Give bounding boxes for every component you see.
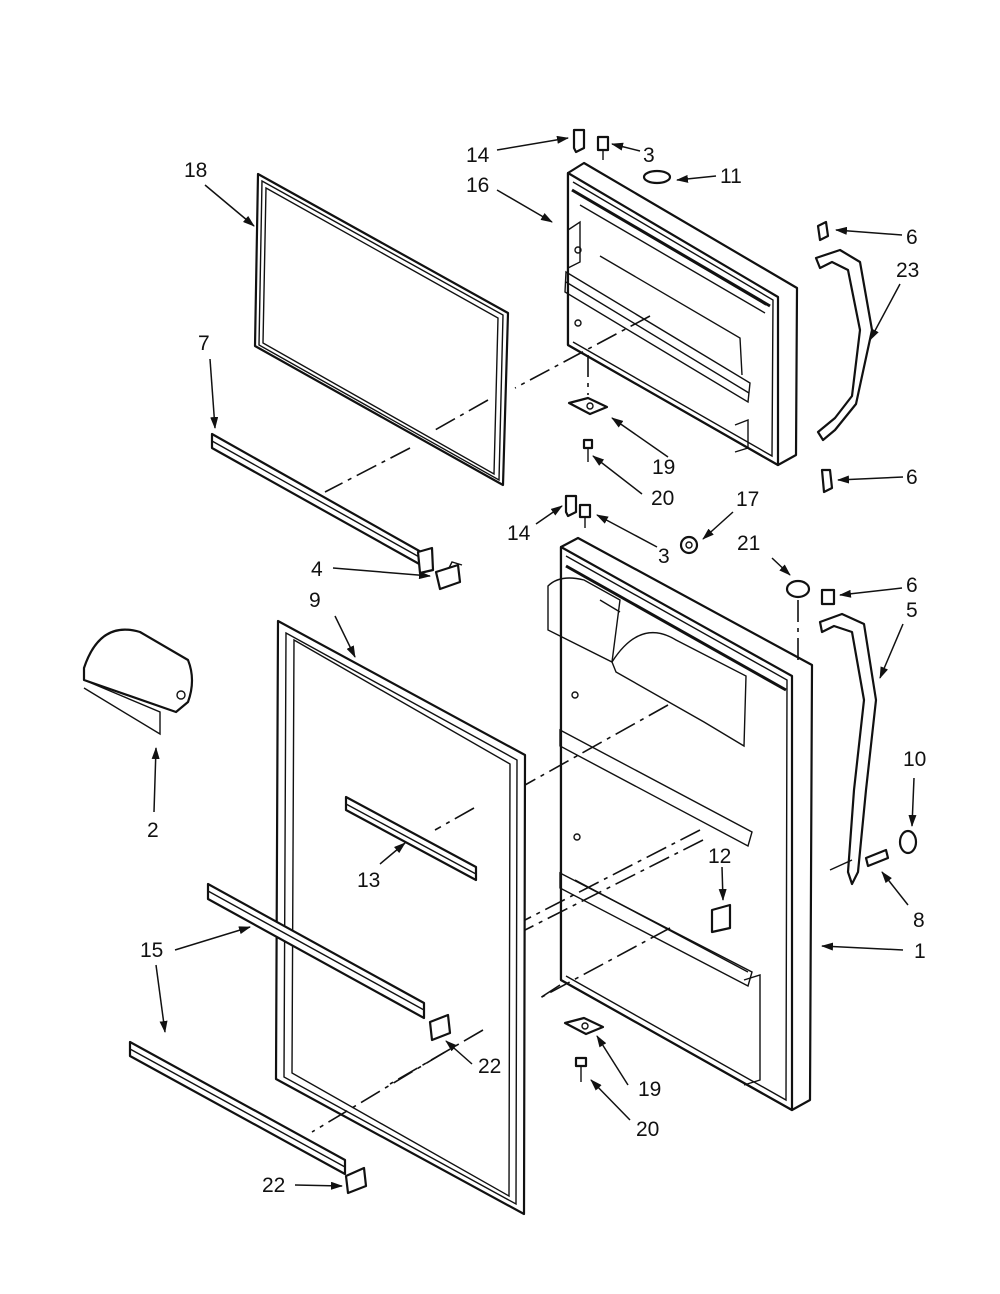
callout-14: 14 [466, 144, 490, 167]
callout-13: 13 [357, 869, 380, 892]
alignment-lines [311, 315, 799, 1133]
callout-labels: 14 3 11 16 18 6 23 7 19 6 20 14 17 3 21 … [140, 144, 926, 1197]
freezer-breaker-strip [210, 432, 435, 575]
callout-9: 9 [309, 589, 321, 612]
strip-end-clip [434, 561, 463, 591]
shelf-retainer [710, 903, 732, 934]
handle-cap [898, 829, 918, 855]
callout-20: 20 [651, 487, 674, 510]
callout-14: 14 [507, 522, 531, 545]
screw-middle [578, 503, 592, 528]
dairy-door-cover [82, 628, 194, 736]
handle-screw [820, 588, 836, 606]
fresh-food-door-gasket [274, 619, 527, 1216]
door-stop [679, 535, 699, 555]
callout-22: 22 [262, 1174, 285, 1197]
callout-7: 7 [198, 332, 210, 355]
callout-6: 6 [906, 574, 918, 597]
lower-hinge-screw [574, 1056, 588, 1082]
hole-plug [785, 579, 811, 599]
callout-23: 23 [896, 259, 919, 282]
strip-clip-upper [428, 1013, 452, 1042]
callout-3: 3 [658, 545, 670, 568]
callout-4: 4 [311, 558, 323, 581]
callout-20: 20 [636, 1118, 659, 1141]
strip-clip-lower [344, 1166, 368, 1195]
callout-10: 10 [903, 748, 926, 771]
leader-lines [151, 135, 917, 1190]
door-plug [642, 169, 672, 185]
callout-17: 17 [736, 488, 759, 511]
fresh-food-handle [818, 612, 878, 886]
handle-screw-lower [864, 848, 890, 868]
callout-3: 3 [643, 144, 655, 167]
freezer-door-gasket [253, 172, 510, 487]
fresh-food-breaker-strip [128, 882, 426, 1176]
lower-hinge-bottom [563, 1016, 605, 1036]
freezer-hinge-screw [582, 438, 594, 462]
freezer-hinge-bottom [567, 396, 609, 416]
callout-22: 22 [478, 1055, 501, 1078]
callout-15: 15 [140, 939, 163, 962]
door-shelf-trim-upper [344, 795, 478, 882]
callout-11: 11 [720, 165, 742, 188]
callout-19: 19 [652, 456, 675, 479]
callout-2: 2 [147, 819, 159, 842]
callout-21: 21 [737, 532, 760, 555]
callout-5: 5 [906, 599, 918, 622]
callout-18: 18 [184, 159, 207, 182]
freezer-door [564, 161, 799, 467]
hinge-pin-middle [564, 494, 578, 518]
freezer-handle [814, 220, 874, 494]
fresh-food-door [547, 536, 814, 1112]
callout-19: 19 [638, 1078, 661, 1101]
callout-16: 16 [466, 174, 489, 197]
callout-1: 1 [914, 940, 926, 963]
hinge-pin-top [572, 128, 586, 154]
callout-6: 6 [906, 466, 918, 489]
callout-12: 12 [708, 845, 731, 868]
callout-6: 6 [906, 226, 918, 249]
screw-top [596, 135, 610, 160]
callout-8: 8 [913, 909, 925, 932]
